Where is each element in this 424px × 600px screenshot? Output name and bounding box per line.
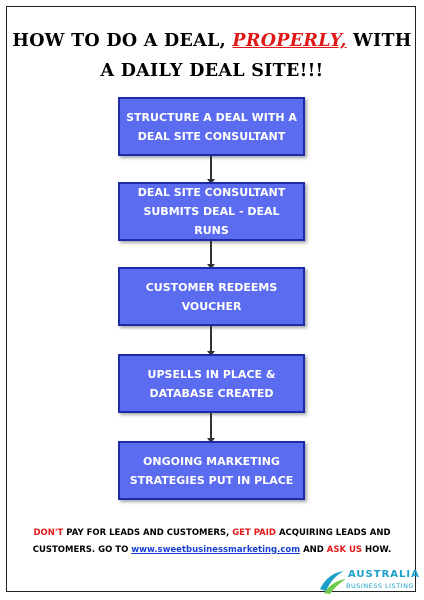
step-box-5: ONGOING MARKETING STRATEGIES PUT IN PLACE: [118, 441, 305, 500]
step-5-line-1: ONGOING MARKETING: [143, 454, 280, 468]
arrow-3-4: [207, 326, 215, 356]
arrow-4-5: [207, 413, 215, 443]
step-box-4: UPSELLS IN PLACE & DATABASE CREATED: [118, 354, 305, 413]
page-title: HOW TO DO A DEAL, PROPERLY, WITH A DAILY…: [12, 26, 412, 86]
step-box-1: STRUCTURE A DEAL WITH A DEAL SITE CONSULT…: [118, 97, 305, 156]
title-line-2: A DAILY DEAL SITE!!!: [100, 61, 324, 81]
website-link[interactable]: www.sweetbusinessmarketing.com: [131, 545, 301, 555]
step-3-line-2: VOUCHER: [181, 299, 242, 313]
step-4-line-2: DATABASE CREATED: [149, 386, 274, 400]
swoosh-icon: [320, 571, 346, 594]
step-box-2: DEAL SITE CONSULTANT SUBMITS DEAL - DEAL …: [118, 182, 305, 241]
arrow-1-2: [207, 156, 215, 184]
footer-text: DON'T PAY FOR LEADS AND CUSTOMERS, GET P…: [20, 525, 404, 559]
step-box-3: CUSTOMER REDEEMS VOUCHER: [118, 267, 305, 326]
footer-ask-us: ASK US: [326, 545, 363, 555]
page-border: [6, 6, 416, 592]
step-3-line-1: CUSTOMER REDEEMS: [145, 280, 278, 294]
logo-tagline: BUSINESS LISTING: [346, 582, 414, 590]
title-line-1: HOW TO DO A DEAL, PROPERLY, WITH: [12, 31, 412, 51]
footer-get-paid: GET PAID: [232, 528, 276, 538]
step-2-line-2: SUBMITS DEAL - DEAL RUNS: [143, 205, 280, 237]
logo-name: AUSTRALIA: [348, 569, 420, 580]
step-1-line-2: DEAL SITE CONSULTANT: [137, 129, 286, 143]
australia-business-listing-logo: AUSTRALIA BUSINESS LISTING: [318, 567, 420, 595]
footer-line-1: DON'T PAY FOR LEADS AND CUSTOMERS, GET P…: [33, 528, 391, 538]
step-4-line-1: UPSELLS IN PLACE &: [147, 367, 276, 381]
title-emphasis: PROPERLY,: [232, 31, 347, 51]
arrow-2-3: [207, 241, 215, 269]
step-2-line-1: DEAL SITE CONSULTANT: [137, 186, 286, 199]
footer-dont: DON'T: [33, 528, 64, 538]
footer-line-2: CUSTOMERS. GO TO www.sweetbusinessmarket…: [32, 545, 392, 555]
step-5-line-2: STRATEGIES PUT IN PLACE: [129, 473, 294, 487]
step-1-line-1: STRUCTURE A DEAL WITH A: [126, 110, 297, 124]
